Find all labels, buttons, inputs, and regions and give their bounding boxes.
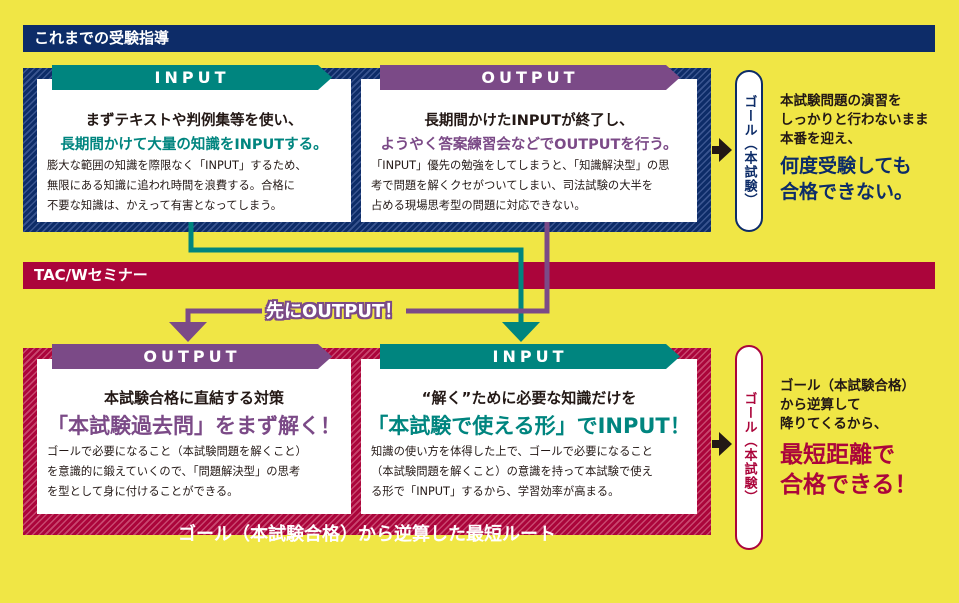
result-line: 降りてくるから、 (780, 416, 888, 432)
arrow-to-goal-top (712, 138, 732, 162)
tab-input-traditional: INPUT (52, 65, 332, 90)
card-body-line: 知識の使い方を体得した上で、ゴールで必要になること (371, 445, 653, 458)
result-emphasis-line: 合格できない。 (780, 181, 914, 203)
shortest-route-label: ゴール（本試験合格）から逆算した最短ルート (178, 524, 556, 545)
card-lead: “解く”ために必要な知識だけを (421, 389, 637, 407)
goal-pill-tac: ゴール（本試験） (735, 345, 763, 550)
result-line: から逆算して (780, 397, 861, 413)
traditional-output-card: 長期間かけたINPUTが終了し、 ようやく答案練習会などでOUTPUTを行う。 … (361, 79, 697, 222)
card-body-line: 占める現場思考型の問題に対応できない。 (371, 199, 586, 212)
goal-pill-traditional: ゴール（本試験） (735, 70, 763, 232)
section-title-traditional: これまでの受験指導 (23, 25, 935, 52)
result-emphasis: 何度受験しても 合格できない。 (780, 153, 929, 205)
card-body-line: 無限にある知識に追われ時間を浪費する。合格に (47, 179, 295, 192)
card-body-line: 不要な知識は、かえって有害となってしまう。 (47, 199, 283, 212)
card-body-line: 膨大な範囲の知識を際限なく「INPUT」するため、 (47, 159, 307, 172)
tac-output-card: 本試験合格に直結する対策 「本試験過去問」をまず解く！ ゴールで必要になること（… (37, 359, 351, 514)
traditional-input-card: まずテキストや判例集等を使い、 長期間かけて大量の知識をINPUTする。 膨大な… (37, 79, 351, 222)
output-first-callout: 先にOUTPUT！ (262, 300, 407, 324)
tac-input-card: “解く”ために必要な知識だけを 「本試験で使える形」でINPUT！ 知識の使い方… (361, 359, 697, 514)
result-line: ゴール（本試験合格） (780, 378, 915, 394)
card-lead: まずテキストや判例集等を使い、 (85, 113, 303, 129)
tab-output-traditional: OUTPUT (380, 65, 680, 90)
tab-output-tac: OUTPUT (52, 344, 332, 369)
card-highlight: 「本試験で使える形」でINPUT！ (367, 414, 691, 438)
card-highlight: 長期間かけて大量の知識をINPUTする。 (60, 137, 328, 153)
card-body-line: 考で問題を解くクセがついてしまい、司法試験の大半を (371, 179, 654, 192)
result-emphasis-line: 何度受験しても (780, 155, 912, 177)
goal-result-tac: ゴール（本試験合格） から逆算して 降りてくるから、 最短距離で 合格できる！ (780, 377, 918, 500)
result-line: 本番を迎え、 (780, 131, 861, 147)
result-emphasis-line: 合格できる！ (780, 472, 918, 498)
card-body-line: を意識的に鍛えていくので、「問題解決型」の思考 (47, 465, 301, 478)
arrowhead-input (502, 322, 540, 342)
result-emphasis-line: 最短距離で (780, 442, 895, 468)
result-emphasis: 最短距離で 合格できる！ (780, 440, 918, 500)
connector-overlay (518, 262, 550, 289)
goal-result-traditional: 本試験問題の演習を しっかりと行わないまま 本番を迎え、 何度受験しても 合格で… (780, 92, 929, 205)
tab-input-tac: INPUT (380, 344, 680, 369)
section-title-tac: TAC/Wセミナー (23, 262, 935, 289)
card-body-line: ゴールで必要になること（本試験問題を解くこと） (47, 445, 307, 458)
card-body-line: る形で「INPUT」するから、学習効率が高まる。 (371, 485, 620, 498)
result-line: しっかりと行わないまま (780, 112, 929, 128)
card-highlight: 「本試験過去問」をまず解く！ (47, 414, 341, 438)
result-line: 本試験問題の演習を (780, 93, 902, 109)
card-body-line: を型として身に付けることができる。 (47, 485, 239, 498)
arrow-to-goal-bottom (712, 432, 732, 456)
card-lead: 長期間かけたINPUTが終了し、 (424, 113, 634, 129)
card-highlight: ようやく答案練習会などでOUTPUTを行う。 (380, 137, 678, 153)
card-body-line: 「INPUT」優先の勉強をしてしまうと、「知識解決型」の思 (371, 159, 670, 172)
card-lead: 本試験合格に直結する対策 (103, 389, 284, 407)
arrowhead-output (169, 322, 207, 342)
card-body-line: （本試験問題を解くこと）の意識を持って本試験で使え (371, 465, 653, 478)
